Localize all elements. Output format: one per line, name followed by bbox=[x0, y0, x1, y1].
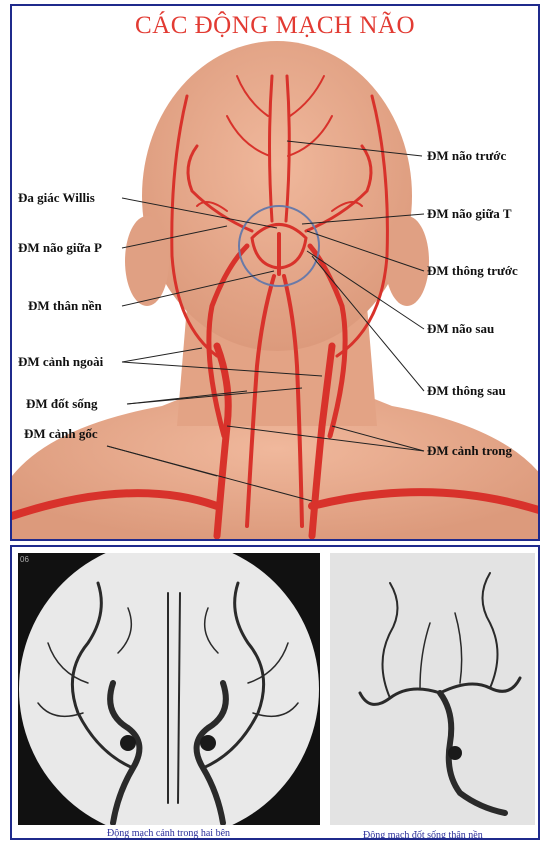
vertebrobasilar-angiogram bbox=[330, 553, 535, 825]
label-middle-cerebral-left: ĐM não giữa P bbox=[18, 240, 102, 256]
label-posterior-communicating: ĐM thông sau bbox=[427, 383, 506, 399]
label-middle-cerebral-right: ĐM não giữa T bbox=[427, 206, 512, 222]
carotid-angiogram-image bbox=[18, 553, 320, 825]
angiogram-panel: 06 Động mạch cảnh trong hai bên Động mạc… bbox=[10, 545, 540, 840]
label-common-carotid: ĐM cảnh gốc bbox=[24, 426, 98, 442]
carotid-angiogram: 06 bbox=[18, 553, 320, 825]
label-anterior-cerebral: ĐM não trước bbox=[427, 148, 506, 164]
angiogram-frame-number: 06 bbox=[20, 555, 29, 564]
label-anterior-communicating: ĐM thông trước bbox=[427, 263, 518, 279]
label-posterior-cerebral: ĐM não sau bbox=[427, 321, 494, 337]
label-basilar: ĐM thân nền bbox=[28, 298, 102, 314]
anatomy-illustration-panel: CÁC ĐỘNG MẠCH NÃO bbox=[10, 4, 540, 541]
carotid-angiogram-caption: Động mạch cảnh trong hai bên bbox=[107, 828, 230, 839]
label-internal-carotid: ĐM cảnh trong bbox=[427, 443, 512, 459]
label-vertebral: ĐM đốt sống bbox=[26, 396, 98, 412]
label-external-carotid: ĐM cảnh ngoài bbox=[18, 354, 103, 370]
vertebrobasilar-angiogram-image bbox=[330, 553, 535, 825]
vertebrobasilar-angiogram-caption: Động mạch đốt sống thân nền bbox=[363, 830, 483, 840]
left-ear bbox=[125, 216, 169, 306]
label-circle-of-willis: Đa giác Willis bbox=[18, 190, 95, 206]
right-ear bbox=[385, 216, 429, 306]
